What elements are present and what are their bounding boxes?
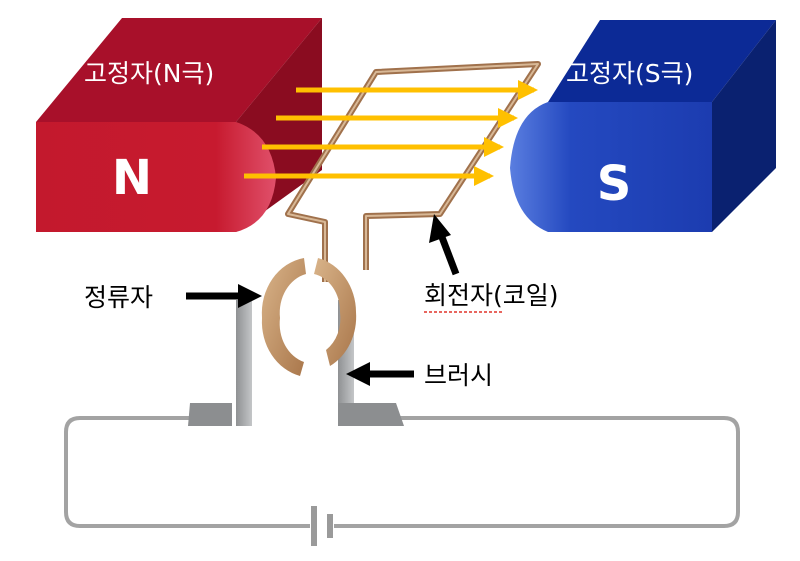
pole-n-label: N [112,150,152,206]
battery-icon [311,506,333,546]
arrow-icon [429,214,451,243]
arrow-icon [436,230,460,276]
magnetic-field-lines [244,80,538,186]
brush-arrow [346,362,414,386]
south-magnet: S [510,20,776,232]
north-magnet: N [36,18,322,232]
stator-s-label: 고정자(S극) [566,59,693,88]
brush-label: 브러시 [424,361,493,390]
commutator-label: 정류자 [84,283,153,312]
stator-n-label: 고정자(N극) [84,59,214,88]
circuit-wire [64,416,740,528]
pole-s-label: S [597,156,632,212]
commutator [261,258,357,376]
left-brush [188,300,252,426]
rotor-label: 회전자(코일) [424,281,559,310]
rotor-coil-inner [287,63,539,282]
arrow-icon [346,362,370,386]
commutator-arrow [186,284,262,308]
arrow-icon [238,284,262,308]
rotor-arrow [429,214,460,276]
